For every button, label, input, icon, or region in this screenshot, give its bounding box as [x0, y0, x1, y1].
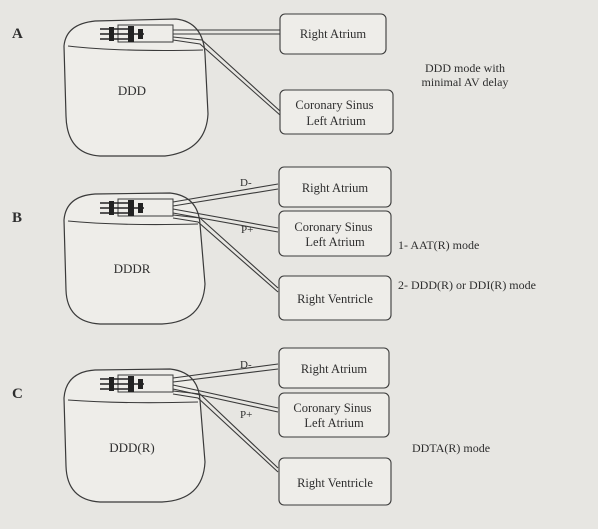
panel-c: C DDD(R) D- P+ Right Atrium Coronary Sin… [12, 347, 490, 506]
generator-header-line [67, 220, 199, 226]
generator-can [63, 192, 206, 325]
lead-wire [172, 363, 279, 379]
generator-label: DDD [118, 83, 146, 98]
lead-wire [172, 214, 279, 289]
polarity-label: P+ [240, 409, 252, 421]
mode-note: 1- AAT(R) mode [398, 238, 479, 252]
chamber-label: Coronary Sinus Left Atrium [293, 401, 374, 430]
polarity-label: P+ [241, 224, 253, 236]
lead-wire [172, 208, 279, 229]
chamber-label-line1: Coronary Sinus [295, 98, 373, 112]
chamber-label-line1: Coronary Sinus [293, 401, 371, 415]
connector-block [100, 374, 174, 393]
connector-block [100, 198, 174, 217]
chamber-label: Right Ventricle [297, 476, 373, 490]
chamber-box-right-atrium [279, 13, 387, 55]
chamber-box-right-ventricle [278, 457, 392, 506]
chamber-label: Right Ventricle [297, 292, 373, 306]
chamber-label: Right Atrium [302, 181, 369, 195]
lead-wire [172, 39, 281, 116]
polarity-label: D- [240, 359, 252, 371]
chamber-box-right-atrium [278, 166, 392, 208]
chamber-label: Coronary Sinus Left Atrium [294, 220, 375, 249]
generator-can [63, 368, 206, 503]
chamber-label: Right Atrium [300, 27, 367, 41]
mode-note: DDD mode with [425, 61, 505, 75]
chamber-label-line2: Left Atrium [304, 416, 364, 430]
generator-header-line [67, 45, 204, 52]
chamber-box-coronary-sinus [279, 89, 394, 135]
chamber-box-coronary-sinus [278, 392, 390, 438]
chamber-box-right-ventricle [278, 275, 392, 321]
lead-wire [172, 188, 279, 207]
chamber-label: Right Atrium [301, 362, 368, 376]
chamber-label-line2: Left Atrium [305, 235, 365, 249]
chamber-box-right-atrium [278, 347, 390, 389]
lead-wire [172, 390, 279, 469]
lead-wire [172, 36, 281, 112]
lead-wire [172, 183, 279, 203]
panel-letter: C [12, 386, 23, 402]
generator-label: DDD(R) [109, 440, 155, 455]
chamber-box-coronary-sinus [278, 210, 392, 257]
panel-letter: B [12, 210, 22, 226]
generator-header-line [67, 399, 199, 404]
mode-note: DDTA(R) mode [412, 441, 490, 455]
lead-wire [172, 368, 279, 383]
mode-note: 2- DDD(R) or DDI(R) mode [398, 278, 536, 292]
mode-note: minimal AV delay [422, 75, 509, 89]
panel-letter: A [12, 26, 23, 42]
lead-wire [172, 217, 279, 293]
panel-b: B DDDR D- P+ Right Atrium Coronary Sinus… [12, 166, 536, 325]
generator-label: DDDR [114, 261, 151, 276]
chamber-label-line1: Coronary Sinus [294, 220, 372, 234]
lead-wire [172, 384, 279, 409]
lead-wire [172, 393, 279, 473]
polarity-label: D- [240, 177, 252, 189]
chamber-label-line2: Left Atrium [306, 114, 366, 128]
lead-wire [172, 212, 279, 233]
generator-can [63, 18, 209, 157]
panel-a: A DDD Right Atrium Coronary Sinus Left A… [12, 13, 509, 157]
chamber-label: Coronary Sinus Left Atrium [295, 98, 376, 128]
